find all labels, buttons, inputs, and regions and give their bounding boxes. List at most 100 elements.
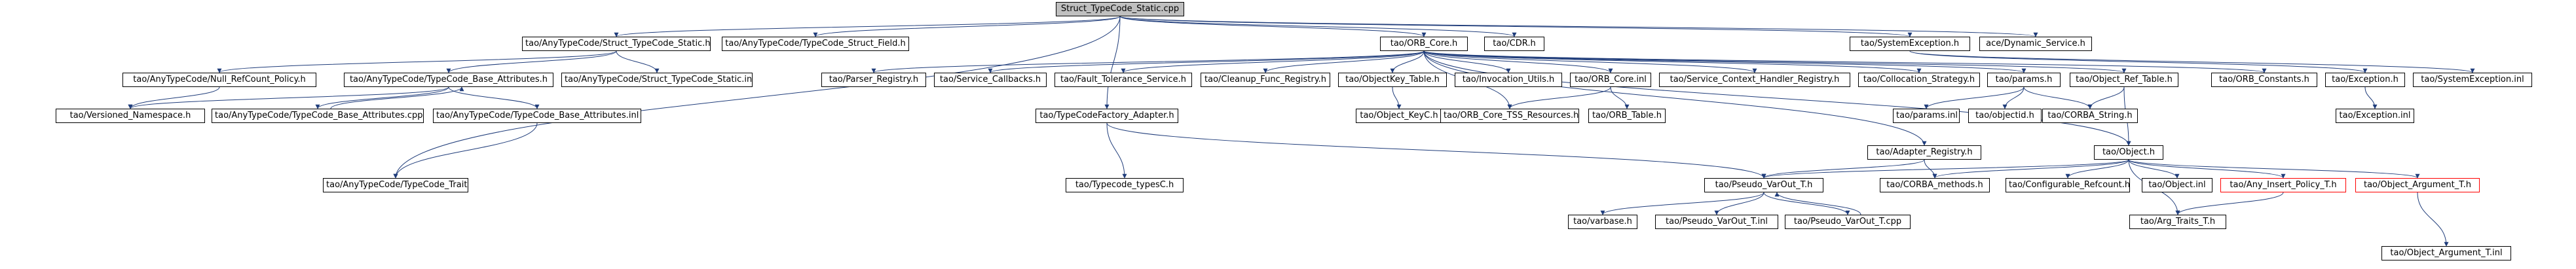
node-fault-tolerance-service-h[interactable]: tao/Fault_Tolerance_Service.h [1055, 73, 1192, 87]
node-orb-core-h[interactable]: tao/ORB_Core.h [1380, 37, 1468, 51]
node-object-argument-t-inl[interactable]: tao/Object_Argument_T.inl [2381, 246, 2511, 260]
dependency-edge [1610, 86, 1630, 109]
dependency-edge [1423, 50, 1511, 73]
dependency-edge [2023, 86, 2093, 109]
dependency-edge [1106, 122, 1127, 179]
dependency-edge [1714, 192, 1764, 215]
node-orb-table-h[interactable]: tao/ORB_Table.h [1588, 109, 1666, 123]
dependency-edge [2364, 86, 2378, 109]
node-object-argument-t-h[interactable]: tao/Object_Argument_T.h [2355, 178, 2480, 192]
dependency-edge [2065, 159, 2129, 179]
dependency-edge [1390, 50, 1425, 73]
node-struct-typecode-static-cpp: Struct_TypeCode_Static.cpp [1056, 2, 1184, 16]
node-ace-dynamic-service-h[interactable]: ace/Dynamic_Service.h [1979, 37, 2092, 51]
dependency-edge [2128, 159, 2180, 179]
node-arg-traits-t-h[interactable]: tao/Arg_Traits_T.h [2129, 215, 2226, 229]
dependency-edge [871, 50, 1425, 73]
node-typecode-base-attributes-inl[interactable]: tao/AnyTypeCode/TypeCode_Base_Attributes… [433, 109, 641, 123]
node-typecode-typesc-h[interactable]: tao/Typecode_typesC.h [1066, 178, 1184, 192]
dependency-edge [616, 50, 660, 73]
node-collocation-strategy-h[interactable]: tao/Collocation_Strategy.h [1858, 73, 1980, 87]
node-varbase-h[interactable]: tao/varbase.h [1568, 215, 1637, 229]
dependency-edge [1763, 192, 1850, 215]
node-objectid-h[interactable]: tao/objectid.h [1968, 109, 2042, 123]
node-anytypecode-typecode-struct-field-h[interactable]: tao/AnyTypeCode/TypeCode_Struct_Field.h [722, 37, 909, 51]
dependency-edge [128, 86, 220, 109]
dependency-edge [1392, 86, 1402, 109]
node-typecode-traits-h[interactable]: tao/AnyTypeCode/TypeCode_Traits.h [323, 178, 468, 192]
dependency-edge [1423, 50, 2026, 73]
dependency-edge [1761, 159, 1925, 179]
dependency-edge [2128, 159, 2286, 179]
node-cleanup-func-registry-h[interactable]: tao/Cleanup_Func_Registry.h [1201, 73, 1330, 87]
node-objectkey-table-h[interactable]: tao/ObjectKey_Table.h [1338, 73, 1447, 87]
dependency-edge [1423, 50, 2267, 73]
dependency-edge [2175, 192, 2284, 215]
node-params-inl[interactable]: tao/params.inl [1893, 109, 1960, 123]
dependency-edge [1263, 50, 1425, 73]
dependency-edge [128, 86, 449, 109]
node-invocation-utils-h[interactable]: tao/Invocation_Utils.h [1455, 73, 1562, 87]
node-exception-h[interactable]: tao/Exception.h [2325, 73, 2405, 87]
dependency-edge [217, 50, 617, 73]
node-orb-core-inl[interactable]: tao/ORB_Core.inl [1570, 73, 1651, 87]
node-typecodefactory-adapter-h[interactable]: tao/TypeCodeFactory_Adapter.h [1036, 109, 1178, 123]
node-pseudo-varout-t-inl[interactable]: tao/Pseudo_VarOut_T.inl [1655, 215, 1778, 229]
dependency-edge [1119, 16, 2038, 37]
node-orb-constants-h[interactable]: tao/ORB_Constants.h [2211, 73, 2317, 87]
dependency-edge [2002, 86, 2025, 109]
dependency-edge [1423, 50, 2127, 73]
dependency-edge [1119, 16, 1427, 37]
dependency-edge [315, 86, 449, 109]
node-systemexception-h[interactable]: tao/SystemException.h [1850, 37, 1970, 51]
dependency-edge [1119, 16, 1517, 37]
node-cdr-h[interactable]: tao/CDR.h [1484, 37, 1544, 51]
node-corba-methods-h[interactable]: tao/CORBA_methods.h [1880, 178, 1990, 192]
dependency-edge [2417, 192, 2449, 247]
node-systemexception-inl[interactable]: tao/SystemException.inl [2413, 73, 2532, 87]
node-typecode-base-attributes-h[interactable]: tao/AnyTypeCode/TypeCode_Base_Attributes… [344, 73, 553, 87]
node-object-h[interactable]: tao/Object.h [2094, 145, 2163, 160]
node-service-context-handler-registry-h[interactable]: tao/Service_Context_Handler_Registry.h [1659, 73, 1850, 87]
node-object-ref-table-h[interactable]: tao/Object_Ref_Table.h [2070, 73, 2178, 87]
dependency-edge [1121, 50, 1425, 73]
dependency-edge [1423, 50, 1757, 73]
dependency-edge [1924, 86, 2025, 109]
node-params-h[interactable]: tao/params.h [1987, 73, 2061, 87]
node-typecode-base-attributes-cpp[interactable]: tao/AnyTypeCode/TypeCode_Base_Attributes… [212, 109, 424, 123]
node-parser-registry-h[interactable]: tao/Parser_Registry.h [821, 73, 926, 87]
node-versioned-namespace-h[interactable]: tao/Versioned_Namespace.h [56, 109, 205, 123]
dependency-edge [2128, 159, 2420, 179]
dependency-edge [1924, 159, 1937, 179]
node-pseudo-varout-t-cpp[interactable]: tao/Pseudo_VarOut_T.cpp [1785, 215, 1911, 229]
node-any-insert-policy-t-h[interactable]: tao/Any_Insert_Policy_T.h [2220, 178, 2346, 192]
node-corba-string-h[interactable]: tao/CORBA_String.h [2042, 109, 2138, 123]
dependency-edge [2087, 86, 2125, 109]
node-orb-core-tss-resources-h[interactable]: tao/ORB_Core_TSS_Resources.h [1440, 109, 1579, 123]
dependency-edge [614, 16, 1121, 37]
node-anytypecode-struct-typecode-static-h[interactable]: tao/AnyTypeCode/Struct_TypeCode_Static.h [522, 37, 711, 51]
dependency-edge [446, 50, 617, 73]
node-service-callbacks-h[interactable]: tao/Service_Callbacks.h [934, 73, 1047, 87]
node-null-refcount-policy-h[interactable]: tao/AnyTypeCode/Null_RefCount_Policy.h [122, 73, 316, 87]
dependency-edge [1119, 16, 1913, 37]
node-struct-typecode-static-inl[interactable]: tao/AnyTypeCode/Struct_TypeCode_Static.i… [561, 73, 753, 87]
node-exception-inl[interactable]: tao/Exception.inl [2336, 109, 2414, 123]
dependency-edge [1761, 159, 2129, 179]
dependency-edge [1909, 50, 2475, 73]
node-configurable-refcount-h[interactable]: tao/Configurable_Refcount.h [2006, 178, 2130, 192]
node-adapter-registry-h[interactable]: tao/Adapter_Registry.h [1867, 145, 1981, 160]
node-objectkeyc-h[interactable]: tao/Object_KeyC.h [1356, 109, 1442, 123]
dependency-edge [448, 86, 540, 109]
node-pseudo-varout-t-h[interactable]: tao/Pseudo_VarOut_T.h [1704, 178, 1823, 192]
dependency-edge [1423, 50, 1927, 146]
dependency-edge [393, 122, 538, 179]
dependency-edge [393, 16, 1121, 179]
dependency-edge [813, 16, 1121, 37]
dependency-edge [1909, 50, 2368, 73]
dependency-edge [1423, 50, 1922, 73]
dependency-edge [1932, 159, 2129, 179]
node-object-inl[interactable]: tao/Object.inl [2142, 178, 2212, 192]
dependency-edge [1600, 192, 1764, 215]
